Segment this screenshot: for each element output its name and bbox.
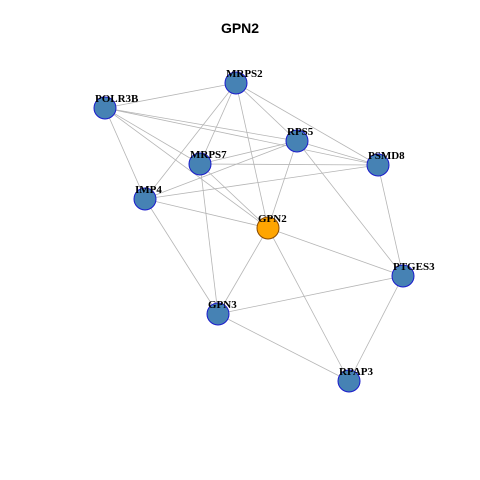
node-rps5 (285, 129, 309, 153)
node-gpn2 (256, 216, 280, 240)
node-label-psmd8: PSMD8 (368, 150, 405, 162)
node-label-polr3b: POLR3B (95, 93, 139, 105)
node-mrps2 (224, 71, 248, 95)
node-mrps7 (188, 152, 212, 176)
node-label-mrps7: MRPS7 (190, 149, 227, 161)
edge-imp4-gpn2 (144, 198, 269, 229)
node-gpn3 (206, 302, 230, 326)
edge-polr3b-rps5 (104, 107, 298, 142)
edge-mrps7-gpn3 (199, 163, 219, 315)
node-label-rps5: RPS5 (287, 126, 314, 138)
edge-imp4-gpn3 (144, 198, 219, 315)
edge-rps5-mrps7 (199, 140, 298, 165)
node-label-mrps2: MRPS2 (226, 68, 263, 80)
node-label-gpn3: GPN3 (208, 299, 237, 311)
node-label-rpap3: RPAP3 (339, 366, 374, 378)
edge-polr3b-psmd8 (104, 107, 379, 166)
edge-polr3b-gpn2 (104, 107, 269, 229)
edge-polr3b-imp4 (104, 107, 146, 200)
edges-layer (104, 82, 404, 382)
edge-polr3b-mrps7 (104, 107, 201, 165)
edge-mrps2-rps5 (235, 82, 298, 142)
edge-mrps2-polr3b (104, 82, 237, 109)
node-polr3b (93, 96, 117, 120)
node-label-gpn2: GPN2 (258, 213, 287, 225)
edge-gpn2-gpn3 (217, 227, 269, 315)
nodes-layer (93, 71, 415, 393)
edge-psmd8-imp4 (144, 164, 379, 200)
edge-gpn3-rpap3 (217, 313, 350, 382)
edge-rps5-psmd8 (296, 140, 379, 166)
node-psmd8 (366, 153, 390, 177)
node-label-ptges3: PTGES3 (393, 261, 435, 273)
edge-rps5-imp4 (144, 140, 298, 200)
node-imp4 (133, 187, 157, 211)
edge-psmd8-mrps7 (199, 163, 379, 166)
node-rpap3 (337, 369, 361, 393)
edge-mrps2-gpn2 (235, 82, 269, 229)
diagram-title: GPN2 (220, 20, 260, 36)
edge-ptges3-rpap3 (348, 275, 404, 382)
edge-mrps2-mrps7 (199, 82, 237, 165)
edge-mrps7-gpn2 (199, 163, 269, 229)
edge-gpn2-ptges3 (267, 227, 404, 277)
edge-psmd8-ptges3 (377, 164, 404, 277)
edge-ptges3-gpn3 (217, 275, 404, 315)
edge-mrps2-psmd8 (235, 82, 379, 166)
edge-rps5-ptges3 (296, 140, 404, 277)
edge-mrps2-imp4 (144, 82, 237, 200)
edge-rps5-gpn2 (267, 140, 298, 229)
node-label-imp4: IMP4 (135, 184, 162, 196)
node-ptges3 (391, 264, 415, 288)
edge-gpn2-rpap3 (267, 227, 350, 382)
